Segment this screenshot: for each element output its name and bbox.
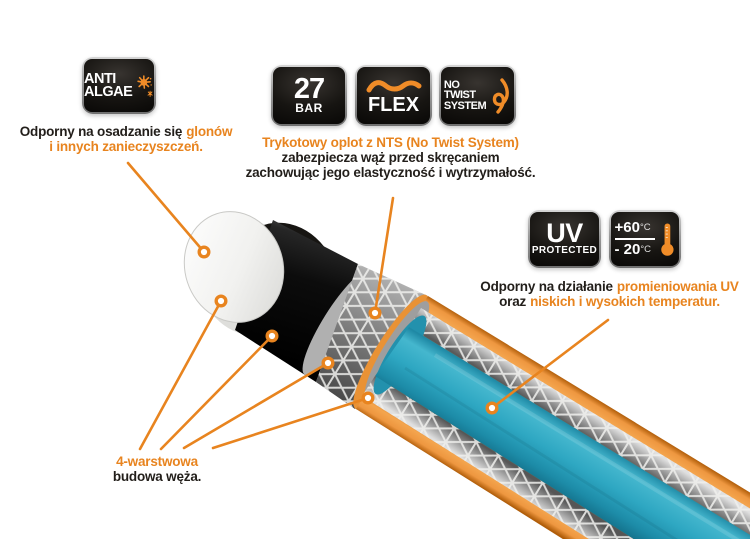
caption-anti-algae-text-black: Odporny na osadzanie się	[19, 124, 183, 139]
badge-flex: FLEX	[355, 65, 432, 126]
no-twist-label-line3: SYSTEM	[443, 99, 487, 112]
caption-no-twist-title: Trykotowy oplot z NTS (No Twist System)	[262, 135, 519, 150]
callout-lines	[126, 161, 610, 451]
no-twist-label-line1: NO	[443, 78, 460, 91]
hose-mesh-layer	[302, 264, 428, 409]
temperature-min-unit: °C	[640, 244, 652, 255]
pressure-unit: BAR	[295, 101, 323, 115]
hose-inner-tube-face	[183, 211, 285, 323]
badge-anti-algae: ANTI ALGAE	[82, 57, 156, 114]
callout-dot-layer-3	[321, 356, 335, 370]
caption-layers-orange: 4-warstwowa	[116, 454, 198, 469]
callout-dots	[197, 245, 499, 415]
callout-line-layer-3	[182, 361, 330, 450]
wave-icon	[366, 79, 421, 92]
callout-dot-inner-tube	[197, 245, 211, 259]
algae-splat-icon	[137, 74, 153, 97]
thermometer-icon	[660, 223, 674, 256]
badge-no-twist: NO TWIST SYSTEM	[439, 65, 516, 126]
uv-value: UV	[546, 218, 583, 248]
no-twist-label-line2: TWIST	[443, 89, 476, 102]
caption-no-twist: Trykotowy oplot z NTS (No Twist System) …	[238, 135, 543, 180]
caption-anti-algae: Odporny na osadzanie się glonów i innych…	[15, 124, 237, 154]
temperature-divider	[614, 238, 655, 240]
temperature-max: +60	[614, 219, 640, 236]
caption-uv-text-black2: oraz	[499, 294, 527, 309]
temperature-min: - 20	[614, 241, 641, 258]
uv-label: PROTECTED	[531, 245, 598, 256]
anti-algae-label-line2: ALGAE	[84, 83, 133, 100]
caption-uv-text-orange: promieniowania UV	[616, 279, 739, 294]
caption-anti-algae-text-orange2: i innych zanieczyszczeń.	[49, 139, 203, 154]
caption-no-twist-line2: zabezpiecza wąż przed skręcaniem	[281, 150, 500, 165]
callout-dot-blue-layer	[485, 401, 499, 415]
temperature-max-unit: °C	[639, 222, 651, 233]
anti-algae-label-line1: ANTI	[84, 70, 116, 87]
badge-uv: UV PROTECTED	[528, 210, 601, 268]
callout-dot-layer-1	[214, 294, 228, 308]
algae-mini-icon	[147, 90, 153, 97]
hose	[183, 211, 750, 539]
callout-dot-layer-2	[265, 329, 279, 343]
badge-temperature: +60°C - 20°C	[609, 210, 681, 268]
caption-layers: 4-warstwowa budowa węża.	[94, 454, 220, 484]
callout-line-layer-2	[159, 334, 274, 451]
caption-uv-text-orange2: niskich i wysokich temperatur.	[530, 294, 720, 309]
caption-no-twist-line3: zachowując jego elastyczność i wytrzymał…	[245, 165, 536, 180]
ribbon-loop-icon	[492, 77, 509, 114]
flex-label: FLEX	[367, 93, 420, 116]
callout-line-uv	[490, 318, 610, 410]
caption-layers-black: budowa węża.	[112, 469, 202, 484]
callout-line-layer-4	[211, 396, 370, 450]
callout-line-layer-1	[138, 299, 223, 451]
pressure-value: 27	[293, 73, 325, 105]
caption-anti-algae-text-orange: glonów	[186, 124, 233, 139]
hose-blue-layer	[373, 315, 750, 539]
callout-line-anti-algae	[126, 161, 206, 254]
caption-uv-temperature: Odporny na działanie promieniowania UV o…	[468, 279, 750, 309]
callout-dot-mesh	[368, 306, 382, 320]
callout-line-no-twist	[373, 196, 395, 315]
caption-uv-text-black: Odporny na działanie	[480, 279, 613, 294]
badge-pressure: 27 BAR	[271, 65, 347, 126]
callout-dot-layer-4	[361, 391, 375, 405]
